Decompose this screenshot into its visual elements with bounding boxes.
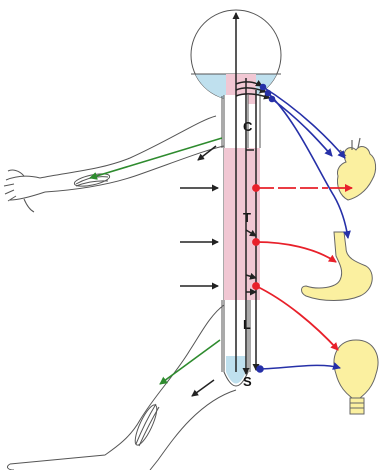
- leg-icon: [7, 305, 236, 470]
- parasympathetic-pathways: [257, 85, 348, 373]
- arm-icon: [4, 116, 224, 212]
- sympathetic-pathways: [253, 185, 352, 350]
- segment-label-cervical: C: [243, 119, 253, 134]
- heart-icon: [337, 138, 375, 200]
- segment-label-sacral: S: [243, 374, 252, 389]
- segment-label-thoracic: T: [243, 210, 251, 225]
- bladder-icon: [334, 340, 378, 414]
- somatic-motor-pathways: [90, 138, 222, 384]
- stomach-icon: [302, 232, 373, 301]
- segment-label-lumbar: L: [243, 317, 251, 332]
